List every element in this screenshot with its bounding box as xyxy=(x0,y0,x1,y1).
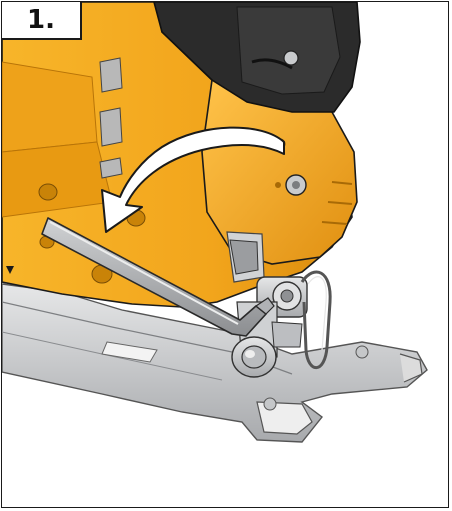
jigsaw-housing xyxy=(2,2,361,308)
hex-key-icon xyxy=(41,217,275,337)
step-number-badge: 1. xyxy=(2,2,82,40)
marker-triangle xyxy=(6,266,14,274)
rotation-arrow-icon xyxy=(101,126,285,233)
base-plate xyxy=(2,283,428,443)
jigsaw-illustration xyxy=(2,2,428,443)
